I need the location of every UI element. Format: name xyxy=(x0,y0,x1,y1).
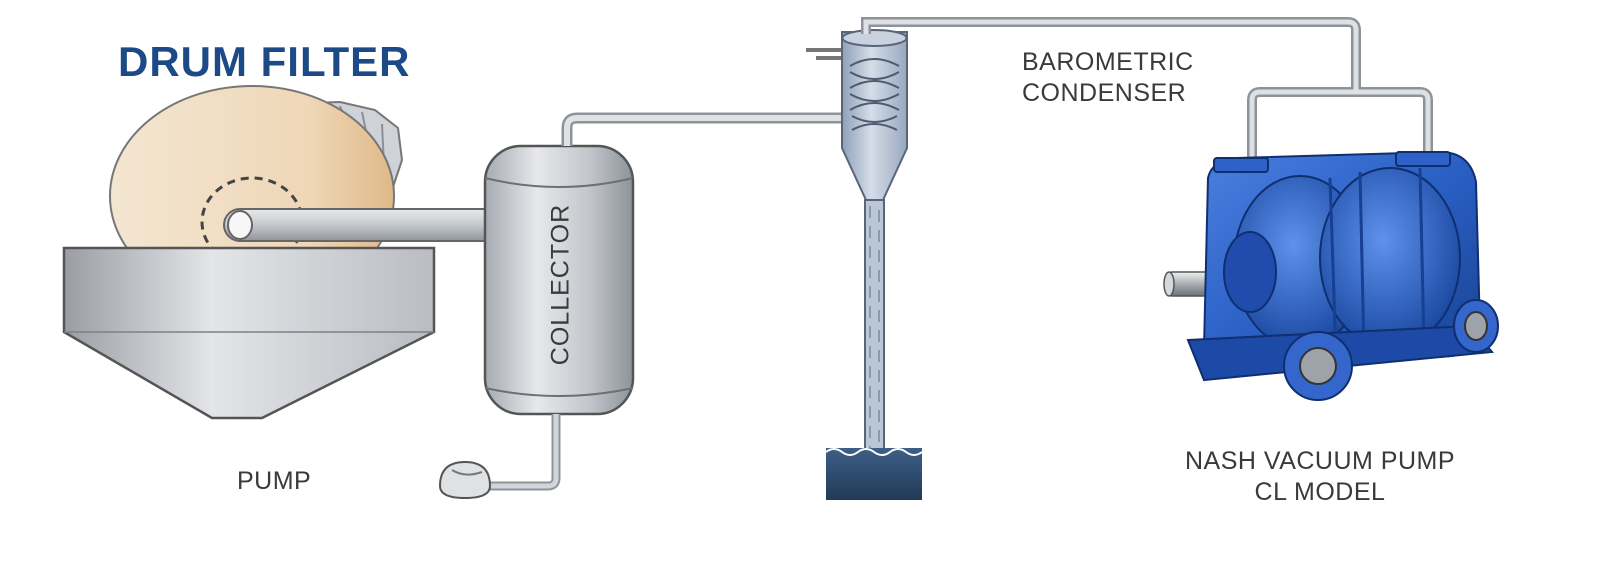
drum-filter xyxy=(62,85,530,420)
collector-tank xyxy=(438,144,635,500)
barometric-condenser xyxy=(806,29,923,500)
vacuum-line-pipe xyxy=(561,112,845,146)
nash-vacuum-pump xyxy=(1163,150,1499,401)
barometric-condenser-label: BAROMETRIC CONDENSER xyxy=(1022,47,1194,109)
nash-vacuum-pump-label-line1: NASH VACUUM PUMP xyxy=(1184,447,1456,475)
barometric-condenser-label-line2: CONDENSER xyxy=(1022,79,1187,107)
barometric-condenser-label-line1: BAROMETRIC xyxy=(1022,48,1194,76)
nash-vacuum-pump-label: NASH VACUUM PUMP CL MODEL xyxy=(1160,446,1480,508)
nash-vacuum-pump-label-line2: CL MODEL xyxy=(1254,478,1386,506)
pump-label: PUMP xyxy=(237,467,312,495)
diagram-title: DRUM FILTER xyxy=(118,38,411,85)
collector-label: COLLECTOR xyxy=(546,203,575,366)
